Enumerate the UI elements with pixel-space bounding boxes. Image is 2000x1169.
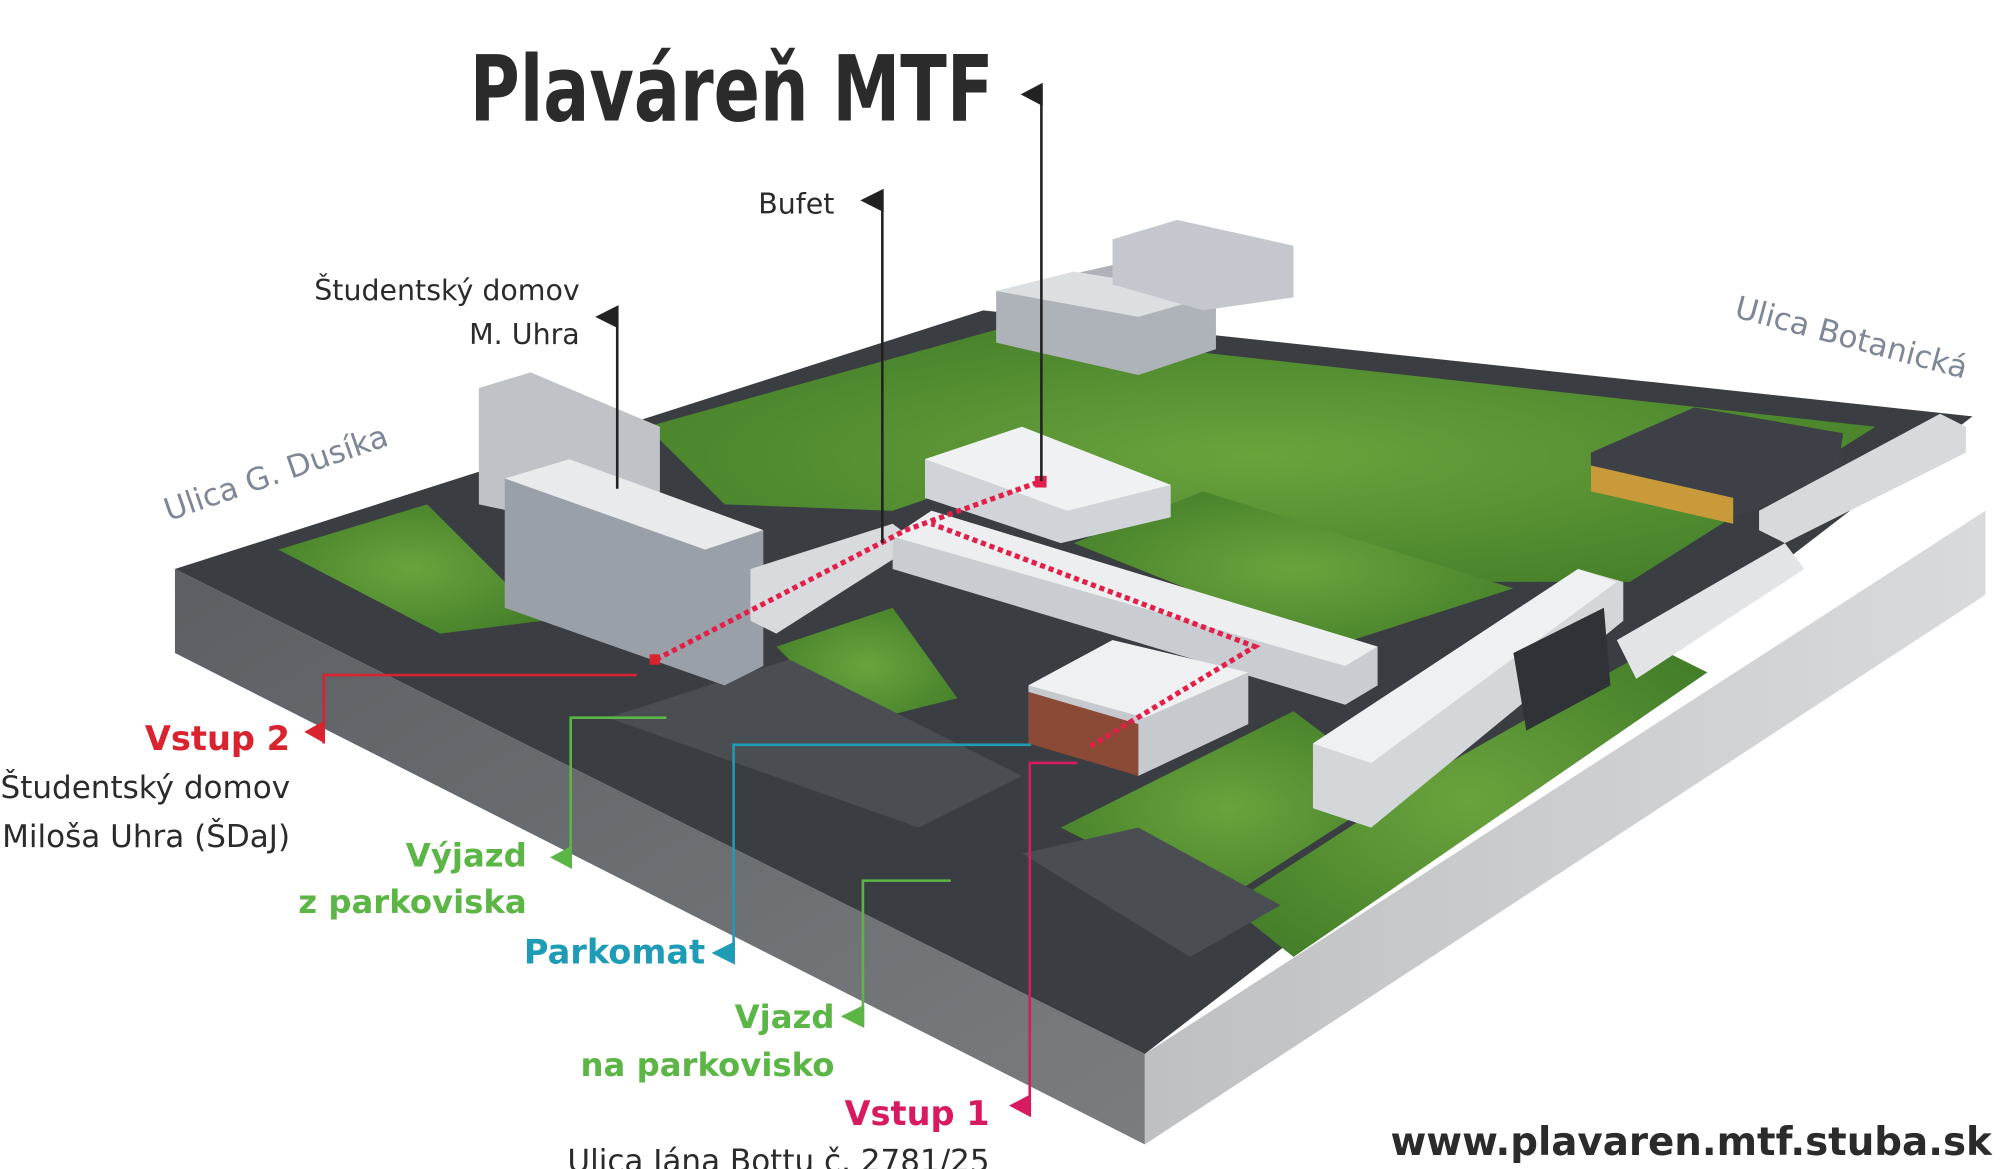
website-link[interactable]: www.plavaren.mtf.stuba.sk xyxy=(1390,1120,1993,1165)
buildings xyxy=(478,219,1966,828)
label-vjazd2: na parkovisko xyxy=(581,1046,835,1084)
label-vstup1: Vstup 1 xyxy=(844,1094,989,1133)
flag-icon xyxy=(1009,1093,1032,1118)
bufet-building-roof xyxy=(1028,640,1249,718)
flag-icon xyxy=(304,720,325,744)
building-right-row xyxy=(1759,413,1966,544)
building-right-row-2 xyxy=(1616,543,1805,679)
lawn-left xyxy=(278,504,544,634)
lawn-main xyxy=(646,329,1876,582)
building-back-top-roof xyxy=(996,271,1216,317)
flag-icon xyxy=(840,1004,865,1029)
label-parkomat: Parkomat xyxy=(524,932,705,971)
building-back-tower xyxy=(1112,219,1294,311)
route-from-vstup1 xyxy=(930,521,1261,749)
label-vyjazd1: Výjazd xyxy=(406,836,527,874)
label-vstup2-desc2: Miloša Uhra (ŠDaJ) xyxy=(2,816,290,855)
pool-building-roof xyxy=(924,426,1171,511)
flag-icon xyxy=(711,941,735,965)
label-vyjazd2: z parkoviska xyxy=(298,883,526,921)
lawn-center xyxy=(1073,491,1514,647)
label-bufet: Bufet xyxy=(758,187,834,220)
building-sports-hall-front xyxy=(1590,465,1734,524)
base-right-side xyxy=(1144,510,1986,1145)
bufet-facade xyxy=(1028,691,1139,776)
label-vstup2: Vstup 2 xyxy=(145,719,290,758)
base-left-side xyxy=(174,568,1145,1145)
right-wing-dark xyxy=(1513,607,1611,731)
leader-lines xyxy=(322,85,1078,1115)
page-title: Plaváreň MTF xyxy=(470,37,994,142)
route-end-marker xyxy=(1034,475,1047,488)
label-dorm-line2: M. Uhra xyxy=(469,318,580,351)
lawn-front-right xyxy=(1228,646,1708,957)
label-vstup1-address: Ulica Jána Bottu č. 2781/25 xyxy=(567,1144,989,1169)
connector-wing xyxy=(750,523,919,634)
vyjazd-leader xyxy=(569,716,667,867)
flag-icons xyxy=(304,82,1043,1118)
route-start-vstup2 xyxy=(649,654,660,665)
flag-icon xyxy=(595,305,619,329)
label-vstup2-desc1: Študentský domov xyxy=(1,767,291,806)
right-wing-roof xyxy=(1312,568,1617,763)
street-botanicka: Ulica Botanická xyxy=(1731,290,1971,387)
flag-icon xyxy=(549,845,572,869)
main-wing-roof xyxy=(892,510,1378,666)
dorm-tower-roof xyxy=(504,459,764,550)
label-dorm-line1: Študentský domov xyxy=(314,273,579,307)
route-from-vstup2 xyxy=(654,478,1043,662)
route-to-pool xyxy=(649,475,1261,749)
vstup2-leader xyxy=(322,673,637,744)
lawn-parking-island xyxy=(776,607,958,725)
label-vjazd1: Vjazd xyxy=(735,998,835,1036)
flag-icon xyxy=(1020,82,1043,107)
flag-icon xyxy=(860,188,884,213)
vjazd-leader xyxy=(861,879,951,1026)
parkomat-leader xyxy=(732,743,1032,960)
vstup1-leader xyxy=(1028,761,1078,1115)
parking-lot-2 xyxy=(1021,827,1281,957)
